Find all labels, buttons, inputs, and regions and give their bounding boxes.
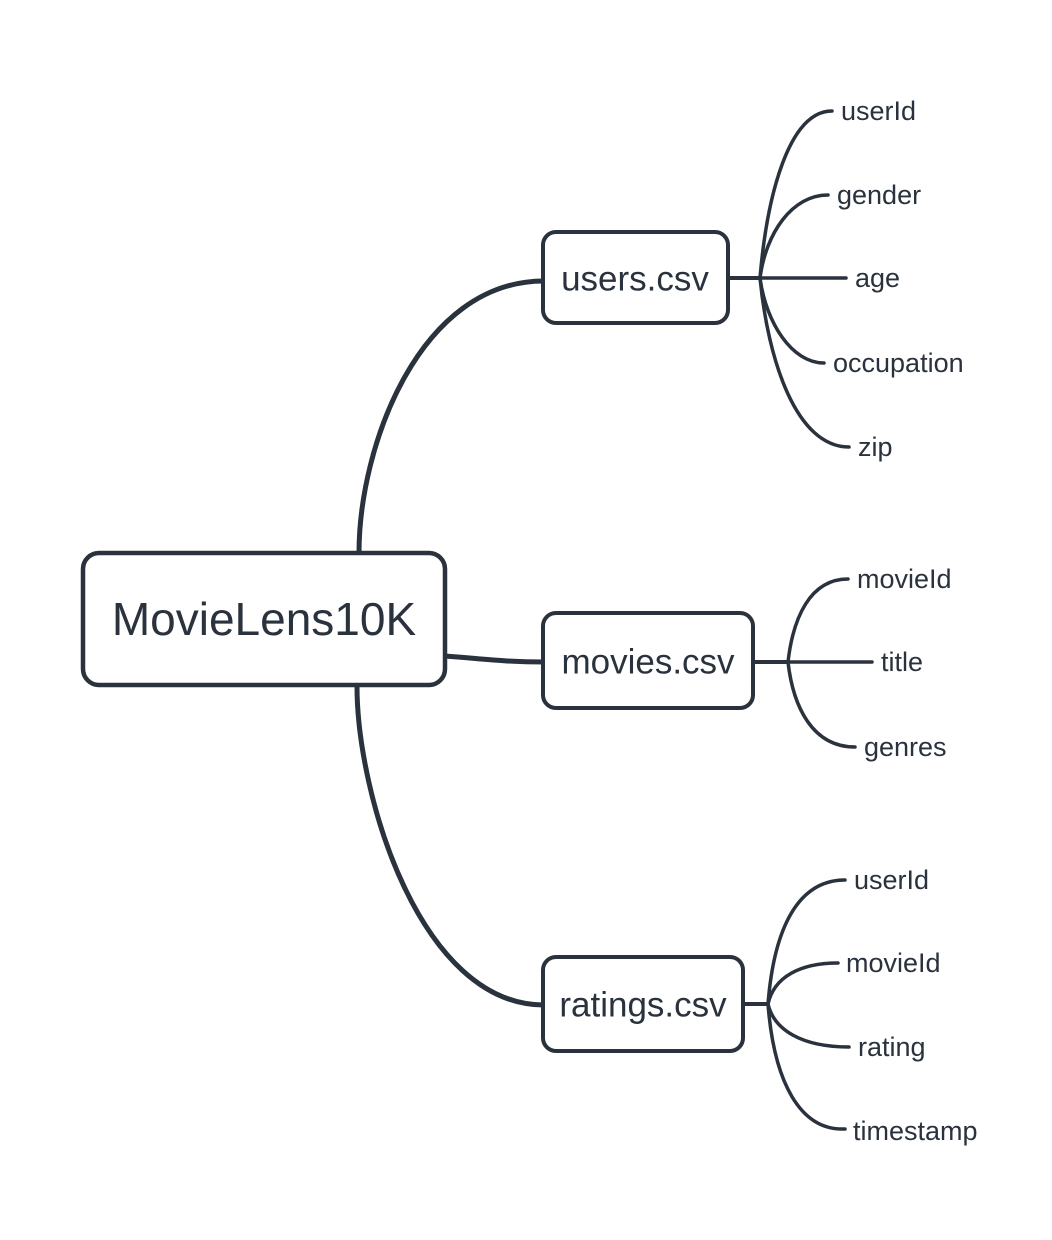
leaf-users-gender[interactable]: gender (837, 180, 921, 210)
leaf-movies-movieid[interactable]: movieId (857, 564, 952, 594)
leaf-ratings-movieid-label: movieId (846, 948, 941, 978)
leaf-users-userid[interactable]: userId (841, 96, 916, 126)
leaf-ratings-userid-label: userId (854, 865, 929, 895)
edge-ratings-to-timestamp (766, 1002, 847, 1131)
node-users-csv-label: users.csv (561, 260, 709, 299)
node-movies-csv-box (541, 611, 755, 710)
edge-movies-to-genres (786, 660, 857, 749)
leaf-users-age-label: age (855, 263, 900, 293)
node-users-csv[interactable]: users.csv (541, 230, 730, 325)
node-root[interactable]: MovieLens10K (80, 550, 448, 688)
node-movies-csv[interactable]: movies.csv (541, 611, 755, 710)
leaf-movies-movieid-label: movieId (857, 564, 952, 594)
edge-ratings-to-movieid (766, 961, 840, 1006)
node-root-label: MovieLens10K (112, 593, 417, 645)
node-root-box (80, 550, 448, 688)
node-users-csv-box (541, 230, 730, 325)
node-ratings-csv-box (541, 955, 745, 1053)
leaf-movies-title-label: title (881, 647, 923, 677)
leaf-movies-genres-label: genres (864, 732, 947, 762)
leaf-ratings-movieid[interactable]: movieId (846, 948, 941, 978)
leaf-users-age[interactable]: age (855, 263, 900, 293)
leaf-movies-title[interactable]: title (881, 647, 923, 677)
leaf-users-occupation[interactable]: occupation (833, 348, 964, 378)
edge-users-to-zip (758, 276, 851, 449)
node-ratings-csv-label: ratings.csv (559, 986, 727, 1025)
edge-ratings-to-userid (766, 878, 847, 1006)
edge-users-to-userid (758, 109, 834, 280)
edge-users-to-gender (758, 193, 830, 280)
node-ratings-csv[interactable]: ratings.csv (541, 955, 745, 1053)
edge-root-to-users (356, 278, 547, 556)
leaf-ratings-rating[interactable]: rating (858, 1032, 926, 1062)
leaf-movies-genres[interactable]: genres (864, 732, 947, 762)
leaf-users-occupation-label: occupation (833, 348, 964, 378)
leaf-ratings-userid[interactable]: userId (854, 865, 929, 895)
edge-root-to-ratings (354, 683, 547, 1008)
leaf-ratings-rating-label: rating (858, 1032, 926, 1062)
leaf-ratings-timestamp-label: timestamp (853, 1116, 978, 1146)
node-movies-csv-label: movies.csv (561, 643, 735, 682)
leaf-ratings-timestamp[interactable]: timestamp (853, 1116, 978, 1146)
leaf-users-userid-label: userId (841, 96, 916, 126)
edge-users-to-occupation (758, 276, 826, 365)
edge-movies-to-movieid (786, 577, 850, 664)
edge-ratings-to-rating (766, 1002, 851, 1049)
leaf-users-gender-label: gender (837, 180, 921, 210)
edge-root-to-movies (442, 653, 547, 665)
leaf-users-zip-label: zip (858, 432, 893, 462)
leaf-users-zip[interactable]: zip (858, 432, 893, 462)
